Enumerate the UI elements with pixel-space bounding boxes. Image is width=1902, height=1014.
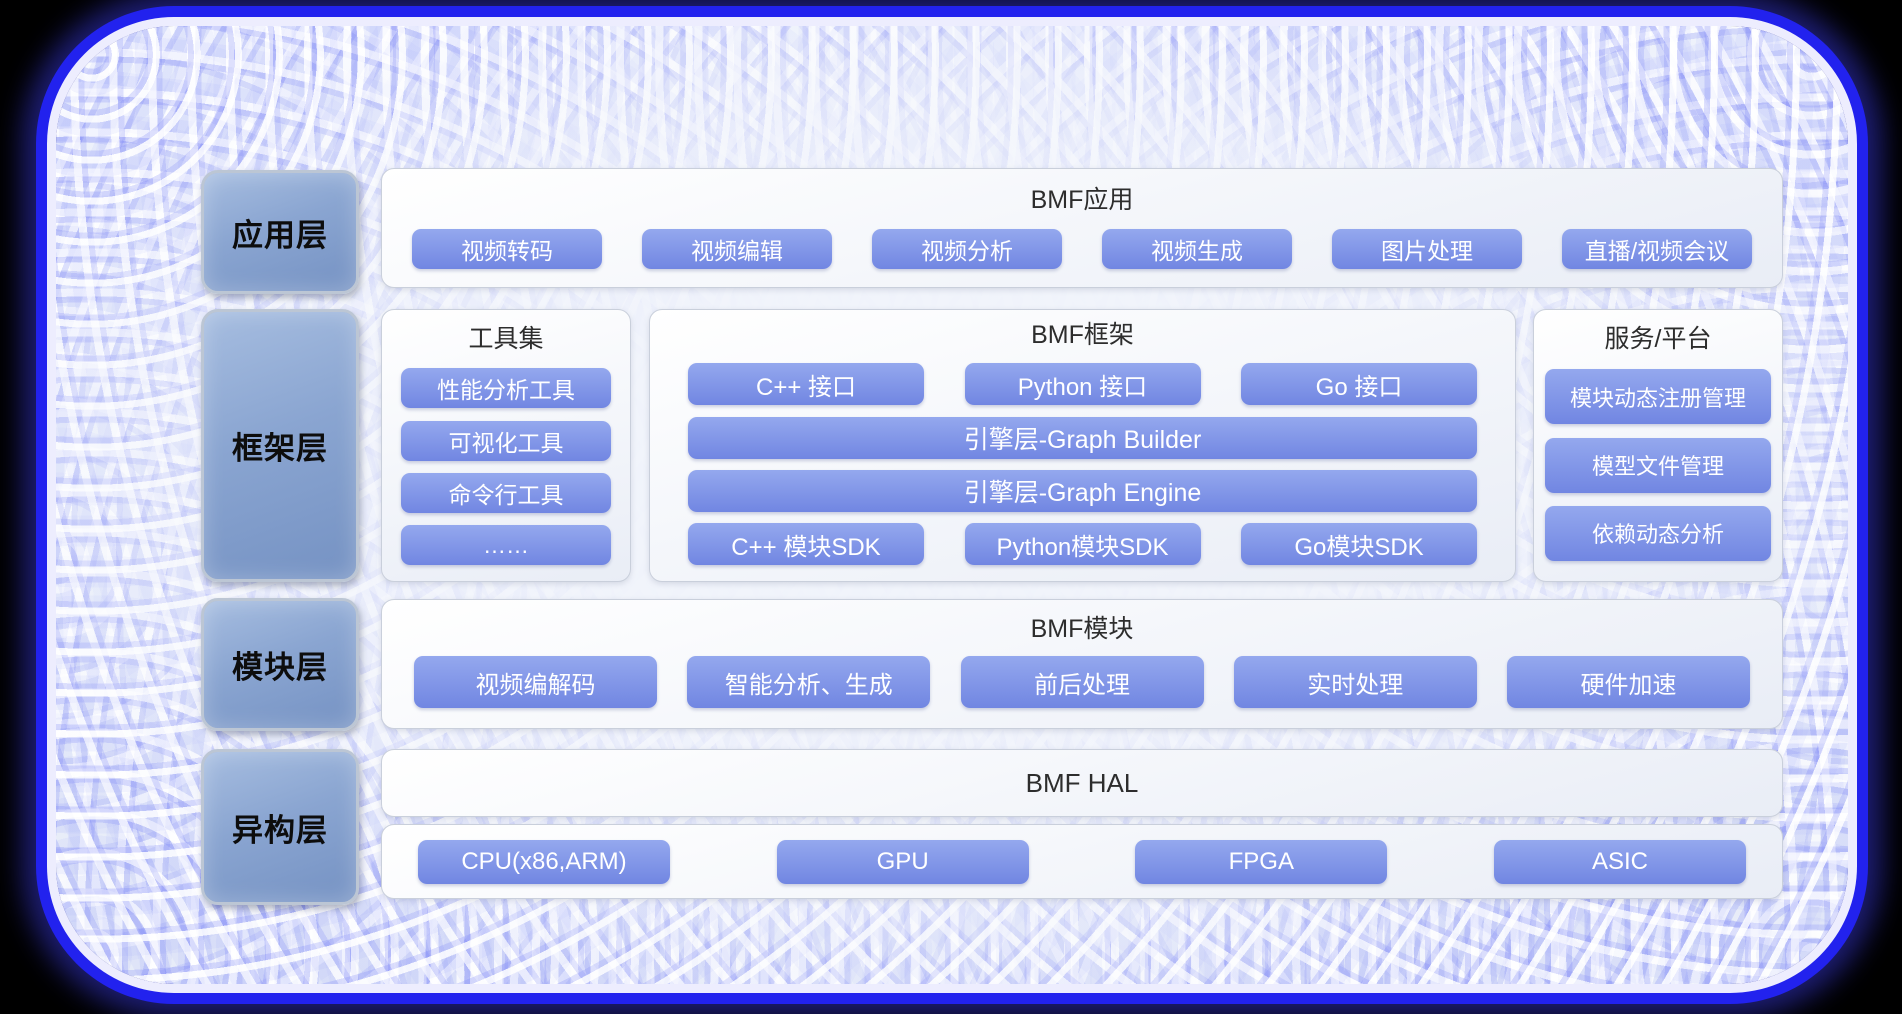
bmf-hal-title: BMF HAL bbox=[1025, 768, 1139, 798]
hardware-item-gpu: GPU bbox=[776, 839, 1029, 884]
app-item-video-generation: 视频生成 bbox=[1102, 229, 1292, 269]
application-button-row: 视频转码 视频编辑 视频分析 视频生成 图片处理 直播/视频会议 bbox=[412, 229, 1752, 269]
panel-hardware: CPU(x86,ARM) GPU FPGA ASIC bbox=[381, 824, 1783, 899]
toolset-item-ellipsis: …… bbox=[401, 525, 611, 565]
framework-sdk-go: Go模块SDK bbox=[1241, 523, 1477, 565]
module-item-ai-analysis-generation: 智能分析、生成 bbox=[687, 656, 931, 708]
service-item-module-registry: 模块动态注册管理 bbox=[1545, 369, 1771, 425]
panel-bmf-hal: BMF HAL bbox=[381, 749, 1783, 817]
framework-api-go: Go 接口 bbox=[1241, 363, 1477, 406]
app-item-image-processing: 图片处理 bbox=[1332, 229, 1522, 269]
bmf-module-title: BMF模块 bbox=[1030, 615, 1134, 643]
framework-sdk-cpp: C++ 模块SDK bbox=[688, 523, 924, 565]
module-item-realtime-processing: 实时处理 bbox=[1233, 656, 1477, 708]
toolset-item-command-line: 命令行工具 bbox=[401, 472, 611, 513]
panel-service-platform: 服务/平台 模块动态注册管理 模型文件管理 依赖动态分析 bbox=[1533, 309, 1783, 582]
hardware-item-fpga: FPGA bbox=[1135, 839, 1388, 884]
panel-toolset: 工具集 性能分析工具 可视化工具 命令行工具 …… bbox=[381, 309, 631, 582]
toolset-item-visualization: 可视化工具 bbox=[401, 420, 611, 461]
framework-api-python: Python 接口 bbox=[964, 363, 1201, 406]
panel-bmf-framework: BMF框架 C++ 接口 Python 接口 Go 接口 引擎层-Graph B… bbox=[649, 309, 1516, 582]
bmf-framework-title: BMF框架 bbox=[1031, 321, 1134, 349]
layer-label-module: 模块层 bbox=[201, 598, 359, 731]
panel-bmf-application: BMF应用 视频转码 视频编辑 视频分析 视频生成 图片处理 直播/视频会议 bbox=[381, 168, 1783, 288]
framework-api-cpp: C++ 接口 bbox=[688, 363, 924, 406]
toolset-title: 工具集 bbox=[468, 325, 544, 353]
panel-bmf-module: BMF模块 视频编解码 智能分析、生成 前后处理 实时处理 硬件加速 bbox=[381, 599, 1783, 729]
app-item-video-analysis: 视频分析 bbox=[872, 229, 1062, 269]
framework-engine-graph-engine: 引擎层-Graph Engine bbox=[688, 469, 1477, 512]
service-platform-title: 服务/平台 bbox=[1604, 325, 1712, 353]
app-item-video-edit: 视频编辑 bbox=[642, 229, 832, 269]
hardware-item-cpu: CPU(x86,ARM) bbox=[418, 839, 670, 884]
layer-label-framework: 框架层 bbox=[201, 309, 359, 582]
app-item-live-conference: 直播/视频会议 bbox=[1562, 229, 1752, 269]
service-item-model-file-management: 模型文件管理 bbox=[1545, 437, 1771, 493]
framework-sdk-row: C++ 模块SDK Python模块SDK Go模块SDK bbox=[688, 523, 1477, 565]
diagram-canvas: 应用层 框架层 模块层 异构层 BMF应用 视频转码 视频编辑 视频分析 视频生… bbox=[56, 26, 1848, 984]
framework-api-row: C++ 接口 Python 接口 Go 接口 bbox=[688, 363, 1477, 406]
app-item-video-transcode: 视频转码 bbox=[412, 229, 602, 269]
module-button-row: 视频编解码 智能分析、生成 前后处理 实时处理 硬件加速 bbox=[414, 656, 1750, 708]
service-item-dependency-analysis: 依赖动态分析 bbox=[1545, 505, 1771, 561]
layer-label-heterogeneous: 异构层 bbox=[201, 749, 359, 905]
framework-sdk-python: Python模块SDK bbox=[964, 523, 1201, 565]
module-item-video-codec: 视频编解码 bbox=[414, 656, 657, 708]
layer-label-application: 应用层 bbox=[201, 170, 359, 294]
framework-engine-graph-builder: 引擎层-Graph Builder bbox=[688, 416, 1477, 459]
module-item-pre-post-processing: 前后处理 bbox=[960, 656, 1204, 708]
toolset-item-performance-analysis: 性能分析工具 bbox=[401, 368, 611, 409]
bmf-application-title: BMF应用 bbox=[1030, 186, 1134, 214]
module-item-hardware-acceleration: 硬件加速 bbox=[1507, 656, 1750, 708]
hardware-item-asic: ASIC bbox=[1493, 839, 1746, 884]
